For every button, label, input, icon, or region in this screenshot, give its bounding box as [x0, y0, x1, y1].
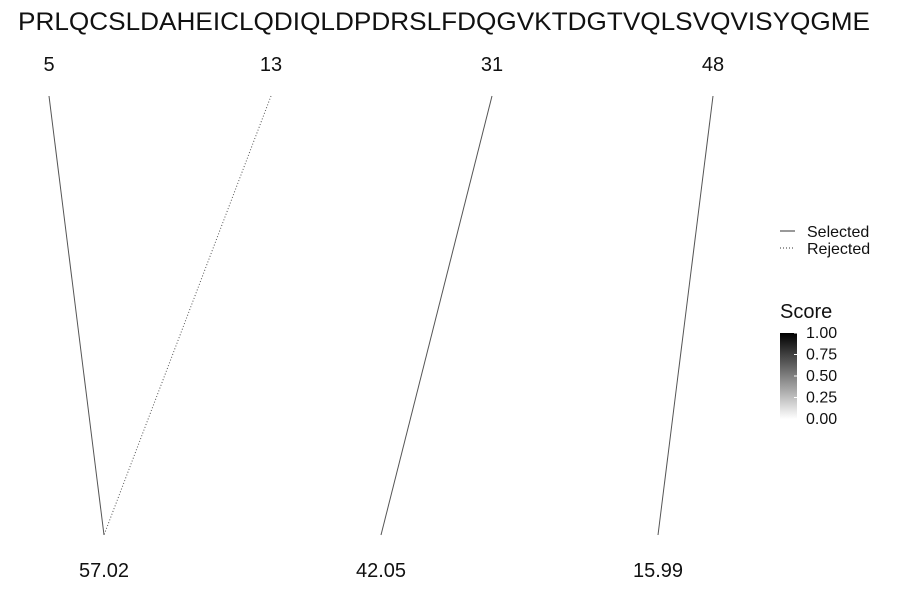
score-label: 57.02 — [79, 560, 129, 582]
score-colorbar: Score 1.00 0.75 0.50 0.25 0.00 — [780, 301, 837, 428]
selected-connection-line — [48, 95, 105, 536]
colorbar-tick-label: 0.25 — [806, 390, 837, 407]
colorbar-tick-label: 1.00 — [806, 325, 837, 342]
score-label: 42.05 — [356, 560, 406, 582]
position-label: 48 — [702, 54, 724, 76]
rejected-connection-line — [103, 95, 272, 536]
legend-selected-label: Selected — [807, 224, 869, 241]
colorbar-tick-label: 0.50 — [806, 368, 837, 385]
colorbar-title: Score — [780, 301, 832, 323]
selected-connection-line — [380, 95, 493, 536]
colorbar-tick-label: 0.00 — [806, 411, 837, 428]
position-label: 31 — [481, 54, 503, 76]
position-label: 13 — [260, 54, 282, 76]
score-label: 15.99 — [633, 560, 683, 582]
score-labels: 57.02 42.05 15.99 — [79, 560, 683, 582]
line-type-legend: Selected Rejected — [780, 224, 870, 258]
colorbar-tick-label: 0.75 — [806, 347, 837, 364]
selected-connection-line — [657, 95, 714, 536]
connection-lines — [48, 95, 714, 536]
colorbar-gradient — [780, 333, 797, 419]
colorbar-ticks: 1.00 0.75 0.50 0.25 0.00 — [794, 325, 837, 428]
sequence-title: PRLQCSLDAHEICLQDIQLDPDRSLFDQGVKTDGTVQLSV… — [18, 8, 870, 36]
position-label: 5 — [43, 54, 54, 76]
legend-rejected-label: Rejected — [807, 241, 870, 258]
position-labels: 5 13 31 48 — [43, 54, 724, 76]
